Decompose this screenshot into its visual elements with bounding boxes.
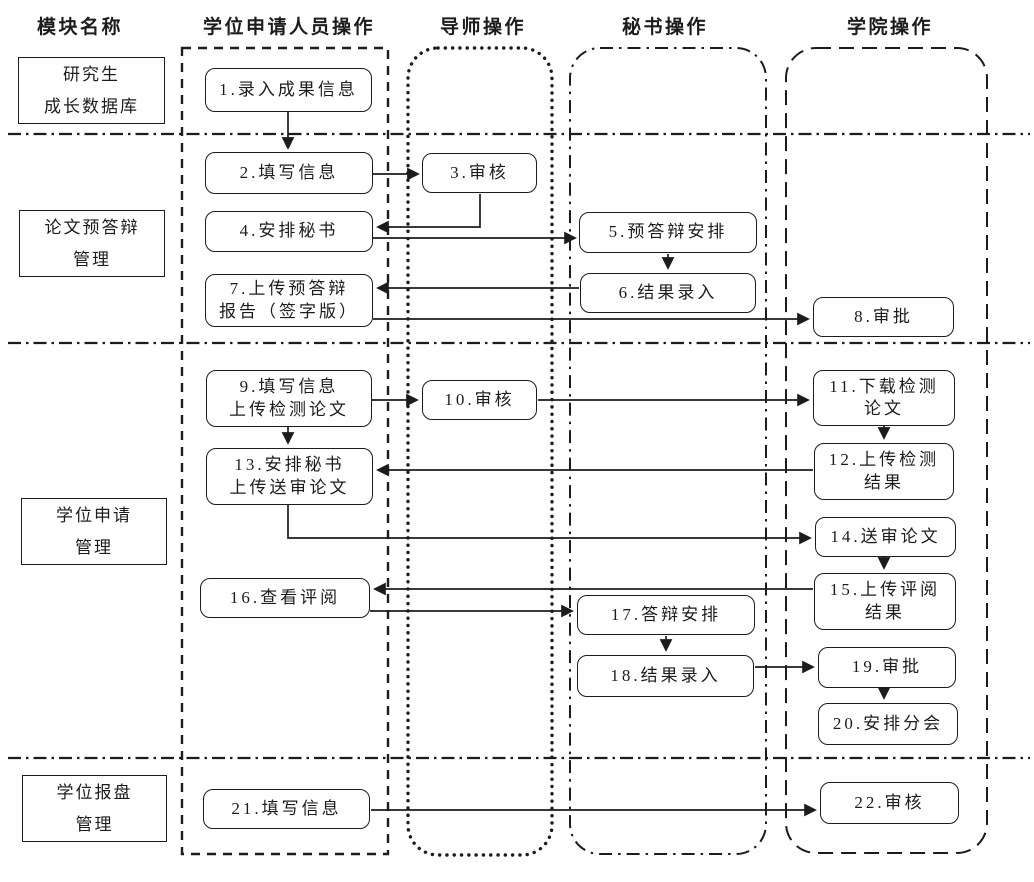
step-box-10: 10.审核: [422, 380, 537, 420]
column-header-college: 学院操作: [846, 17, 933, 38]
step-box-4: 4.安排秘书: [205, 211, 373, 252]
step-box-12: 12.上传检测 结果: [814, 443, 954, 500]
lane-college-border: [786, 48, 987, 853]
step-box-9: 9.填写信息 上传检测论文: [206, 370, 372, 427]
column-header-applicant: 学位申请人员操作: [202, 17, 375, 38]
step-box-1: 1.录入成果信息: [205, 68, 372, 112]
step-box-6: 6.结果录入: [580, 273, 756, 313]
module-box-degree-reporting: 学位报盘 管理: [22, 775, 167, 842]
step-box-19: 19.审批: [818, 647, 956, 688]
step-box-21: 21.填写信息: [203, 789, 370, 829]
column-header-supervisor: 导师操作: [439, 17, 526, 38]
step-box-16: 16.查看评阅: [200, 578, 370, 618]
step-box-20: 20.安排分会: [818, 703, 958, 745]
module-box-degree-application: 学位申请 管理: [21, 498, 167, 565]
step-box-3: 3.审核: [422, 153, 537, 193]
lane-applicant-border: [182, 48, 388, 854]
arrow-3-4: [376, 194, 480, 234]
step-box-8: 8.审批: [813, 297, 954, 337]
arrow-13-14: [288, 505, 812, 545]
module-box-growth-database: 研究生 成长数据库: [18, 57, 165, 124]
lane-secretary-border: [570, 48, 766, 854]
lane-supervisor-border: [408, 48, 552, 855]
step-box-15: 15.上传评阅 结果: [814, 573, 956, 630]
step-box-2: 2.填写信息: [205, 152, 373, 194]
step-box-13: 13.安排秘书 上传送审论文: [206, 448, 373, 505]
column-header-secretary: 秘书操作: [621, 17, 708, 38]
step-box-7: 7.上传预答辩 报告（签字版）: [205, 274, 373, 327]
step-box-5: 5.预答辩安排: [579, 212, 757, 253]
step-box-14: 14.送审论文: [815, 517, 956, 557]
step-box-18: 18.结果录入: [577, 655, 754, 697]
step-box-17: 17.答辩安排: [577, 595, 755, 635]
step-box-11: 11.下载检测 论文: [813, 370, 955, 426]
module-box-predefense: 论文预答辩 管理: [19, 210, 165, 277]
column-header-modules: 模块名称: [36, 17, 123, 38]
step-box-22: 22.审核: [820, 782, 959, 824]
